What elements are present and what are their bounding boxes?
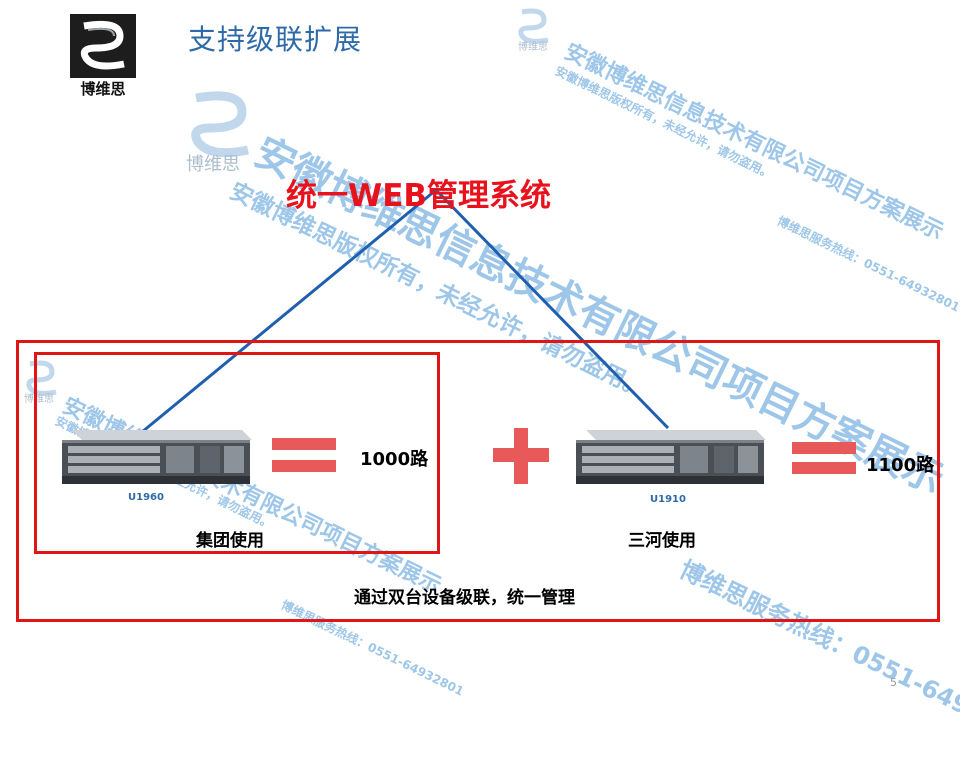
equals-symbol bbox=[272, 460, 336, 472]
watermark-logo-text: 博维思 bbox=[24, 392, 54, 404]
device-usage-label: 三河使用 bbox=[628, 531, 696, 551]
management-link-line bbox=[141, 187, 670, 434]
equals-symbol bbox=[792, 462, 856, 474]
watermark-logo-text: 博维思 bbox=[518, 40, 548, 52]
watermark-logo-icon: 博维思 bbox=[518, 8, 549, 52]
capacity-label: 1100路 bbox=[866, 455, 935, 476]
device-model-label: U1910 bbox=[650, 494, 686, 505]
equals-symbol bbox=[272, 438, 336, 450]
brand-logo: 博维思 bbox=[70, 14, 136, 100]
capacity-label: 1000路 bbox=[360, 449, 429, 470]
brand-logo-icon bbox=[70, 14, 136, 78]
watermark-logo-icon: 博维思 bbox=[186, 91, 249, 174]
group-frame bbox=[34, 352, 440, 554]
web-management-title: 统一WEB管理系统 bbox=[286, 178, 551, 214]
watermark-logo-text: 博维思 bbox=[186, 154, 240, 174]
cascade-frame bbox=[16, 340, 940, 622]
cascade-caption: 通过双台设备级联，统一管理 bbox=[354, 588, 575, 608]
brand-name: 博维思 bbox=[80, 80, 126, 98]
device-u1960-image bbox=[62, 430, 252, 484]
connection-lines bbox=[141, 187, 670, 434]
plus-symbol bbox=[514, 428, 528, 484]
device-usage-label: 集团使用 bbox=[196, 531, 264, 551]
device-u1910-image bbox=[576, 430, 766, 484]
equals-symbol bbox=[792, 442, 856, 454]
device-model-label: U1960 bbox=[128, 492, 164, 503]
slide-title: 支持级联扩展 bbox=[188, 23, 363, 56]
page-number: 5 bbox=[890, 676, 897, 689]
